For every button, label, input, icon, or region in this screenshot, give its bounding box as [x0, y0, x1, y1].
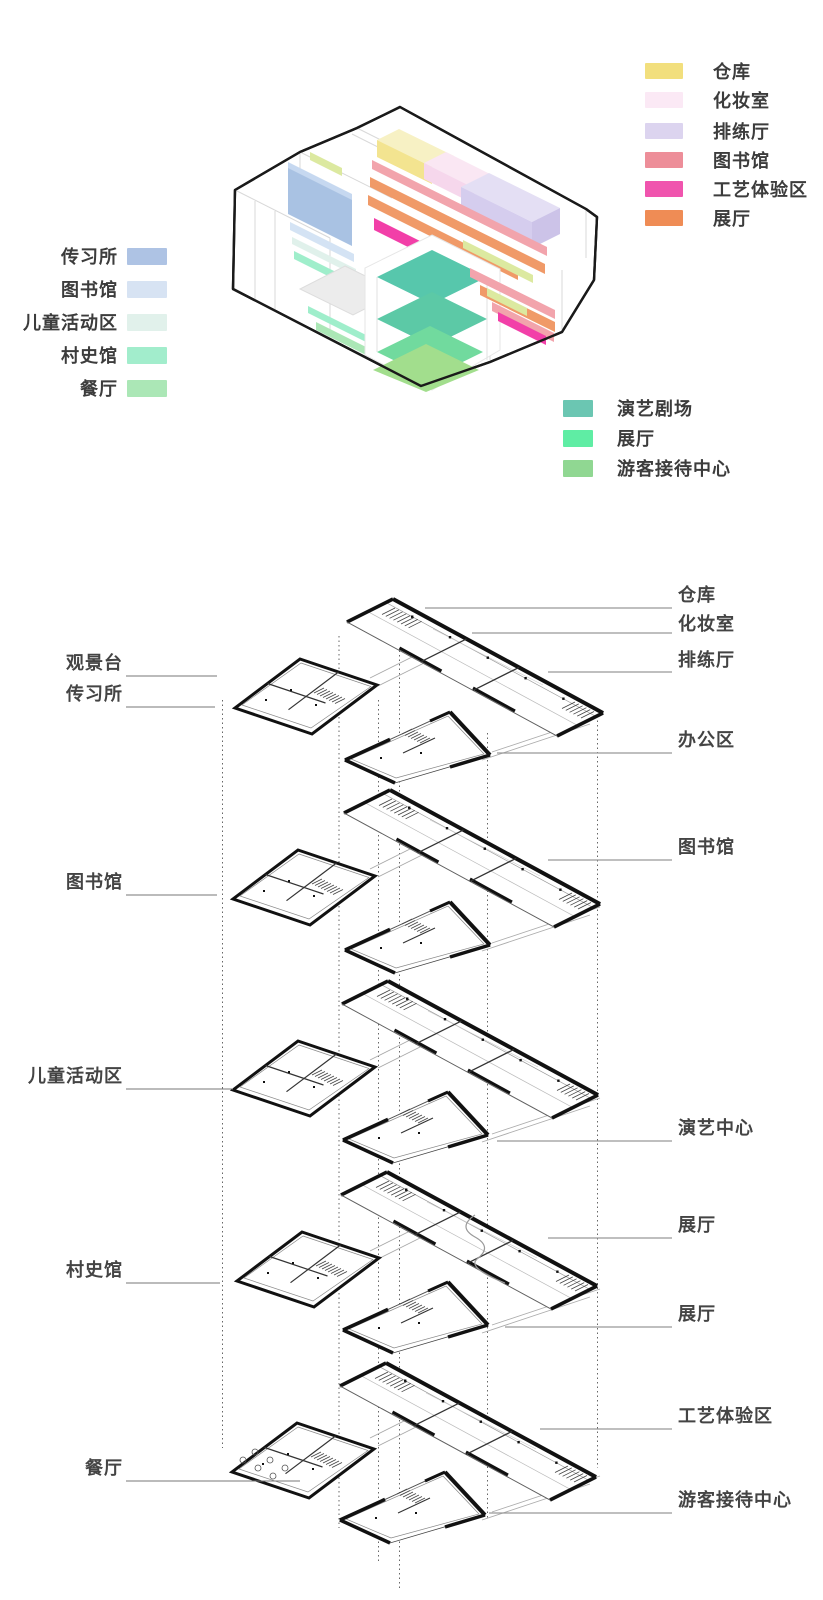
- building-outline: [231, 105, 599, 388]
- legend-item: 餐厅: [17, 377, 167, 399]
- plan-label-village-museum: 村史馆: [66, 1260, 123, 1280]
- legend-label: 展厅: [713, 209, 751, 229]
- plan-label-exhibition-2: 展厅: [678, 1304, 716, 1324]
- plan-label-performance-center: 演艺中心: [678, 1118, 754, 1138]
- legend-item: 展厅: [645, 207, 751, 229]
- legend-item: 工艺体验区: [645, 178, 808, 200]
- legend-label: 传习所: [61, 247, 118, 267]
- leader-lines-right: [425, 607, 672, 1514]
- legend-label: 村史馆: [61, 346, 118, 366]
- plan-label-office-area: 办公区: [678, 730, 735, 750]
- leader-lines-left: [126, 675, 300, 1482]
- exhibition-ramp-line: [465, 1214, 506, 1284]
- legend-item: 化妆室: [645, 89, 770, 111]
- plan-label-dressing-room: 化妆室: [678, 614, 735, 634]
- plan-label-library-right: 图书馆: [678, 837, 735, 857]
- restaurant-tables: [239, 1448, 289, 1480]
- legend-item: 游客接待中心: [563, 457, 731, 479]
- legend-item: 村史馆: [17, 344, 167, 366]
- legend-label: 展厅: [617, 429, 655, 449]
- storage-box: [377, 129, 454, 184]
- legend-item: 儿童活动区: [17, 311, 167, 333]
- legend-label: 图书馆: [61, 280, 118, 300]
- left-diamond-floor-plans: [230, 657, 381, 1500]
- left-block-slabs: [288, 162, 400, 361]
- legend-swatch: [127, 346, 167, 364]
- plan-label-storage: 仓库: [678, 585, 716, 605]
- legend-label: 游客接待中心: [617, 459, 731, 479]
- legend-swatch: [645, 123, 683, 139]
- legend-label: 化妆室: [713, 91, 770, 111]
- legend-swatch: [645, 210, 683, 226]
- legend-label: 工艺体验区: [713, 180, 808, 200]
- legend-swatch: [645, 181, 683, 197]
- plan-label-library-left: 图书馆: [66, 872, 123, 892]
- legend-item: 仓库: [645, 60, 751, 82]
- plan-label-viewing-deck: 观景台: [66, 653, 123, 673]
- legend-item: 图书馆: [645, 149, 770, 171]
- legend-swatch: [563, 459, 593, 477]
- legend-swatch: [127, 247, 167, 265]
- legend-swatch: [127, 379, 167, 397]
- program-stripes-lower: [463, 240, 555, 345]
- legend-item: 图书馆: [17, 278, 167, 300]
- legend-swatch: [127, 280, 167, 298]
- legend-label: 餐厅: [80, 379, 118, 399]
- legend-label: 图书馆: [713, 151, 770, 171]
- legend-item: 展厅: [563, 427, 655, 449]
- legend-swatch: [645, 92, 683, 108]
- legend-item: 传习所: [17, 245, 167, 267]
- legend-label: 儿童活动区: [23, 313, 118, 333]
- plan-label-rehearsal-hall: 排练厅: [678, 650, 735, 670]
- legend-item: 排练厅: [645, 120, 770, 142]
- legend-swatch: [127, 313, 167, 331]
- legend-swatch: [563, 429, 593, 447]
- plan-label-restaurant: 餐厅: [85, 1458, 123, 1478]
- legend-label: 排练厅: [713, 122, 770, 142]
- plan-label-visitor-center: 游客接待中心: [678, 1490, 792, 1510]
- legend-swatch: [563, 399, 593, 417]
- legend-swatch: [645, 152, 683, 168]
- plan-label-kids-area: 儿童活动区: [28, 1066, 123, 1086]
- legend-swatch: [645, 63, 683, 79]
- axonometric-massing-diagram: [231, 105, 599, 392]
- legend-item: 演艺剧场: [563, 397, 693, 419]
- plan-label-craft-area: 工艺体验区: [678, 1406, 773, 1426]
- plan-label-exhibition-1: 展厅: [678, 1215, 716, 1235]
- plan-label-heritage-hall: 传习所: [66, 684, 123, 704]
- central-slab-stack: [364, 234, 501, 392]
- legend-label: 仓库: [713, 62, 751, 82]
- legend-label: 演艺剧场: [617, 399, 693, 419]
